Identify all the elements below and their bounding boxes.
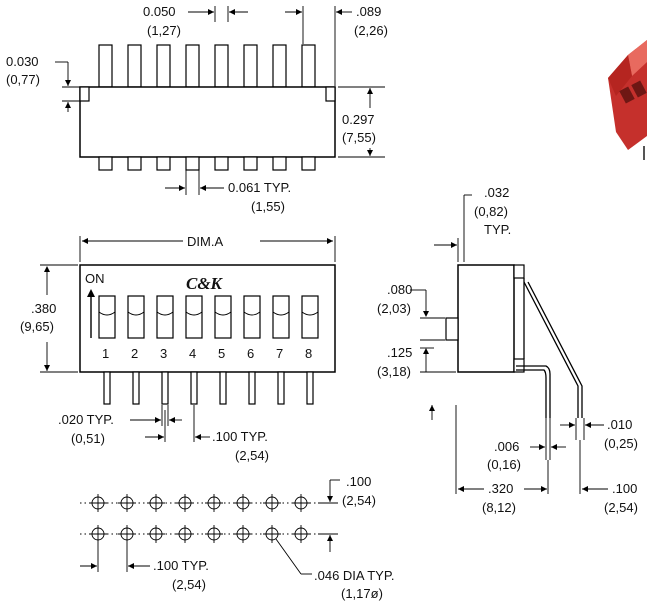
top-height-mm: (7,55) [342,130,376,145]
lead-pitch-in: .100 TYP. [212,429,268,444]
side-width-in: .320 [488,481,513,496]
side-body [457,264,515,373]
switch-number: 2 [131,346,138,361]
switch-number: 8 [305,346,312,361]
switch-number: 6 [247,346,254,361]
side-b-in: .125 [387,345,412,360]
front-leads [103,371,314,405]
front-view: DIM.A ON C&K 1 2 3 4 [20,234,336,463]
side-d-in: .006 [494,439,519,454]
top-tab-mm: (2,26) [354,23,388,38]
side-top-mm: (0,82) [474,204,508,219]
switch-number: 7 [276,346,283,361]
side-c-mm: (0,25) [604,436,638,451]
top-actuators [98,44,316,88]
side-a-mm: (2,03) [377,301,411,316]
front-body [79,264,336,373]
top-leads [98,156,316,171]
top-offset-in: 0.030 [6,54,39,69]
footprint-row-in: .100 [346,474,371,489]
side-c-in: .010 [607,417,632,432]
lead-width-in: .020 TYP. [58,412,114,427]
product-photo [608,40,647,160]
side-width-mm: (8,12) [482,500,516,515]
side-d-mm: (0,16) [487,457,521,472]
footprint-pitch-in: .100 TYP. [153,558,209,573]
top-right-tab [325,86,336,102]
top-tab-in: .089 [356,4,381,19]
top-view: 0.050 (1,27) .089 (2,26) 0.030 (0,77) 0.… [6,4,388,214]
footprint-hole-mm: (1,17ø) [341,586,383,601]
footprint-pitch-mm: (2,54) [172,577,206,592]
dim-a-label: DIM.A [187,234,223,249]
on-arrow-icon [87,289,95,297]
lead-width-mm: (0,51) [71,431,105,446]
side-view: .032 (0,82) TYP. .080 (2,03) .125 (3,18)… [377,185,638,515]
on-label: ON [85,271,105,286]
footprint-holes [89,494,310,543]
side-top-typ: TYP. [484,222,511,237]
top-lead-mm: (1,55) [251,199,285,214]
top-offset-mm: (0,77) [6,72,40,87]
top-pitch-in: 0.050 [143,4,176,19]
top-left-tab [79,86,90,102]
side-b-mm: (3,18) [377,364,411,379]
switch-number: 1 [102,346,109,361]
front-height-mm: (9,65) [20,319,54,334]
side-a-in: .080 [387,282,412,297]
top-body [79,86,336,158]
lead-pitch-mm: (2,54) [235,448,269,463]
top-lead-in: 0.061 TYP. [228,180,291,195]
footprint-row-mm: (2,54) [342,493,376,508]
switch-number: 4 [189,346,196,361]
top-height-in: 0.297 [342,112,375,127]
switch-number: 5 [218,346,225,361]
front-height-in: .380 [31,301,56,316]
switch-actuators [98,295,319,339]
side-top-in: .032 [484,185,509,200]
top-pitch-mm: (1,27) [147,23,181,38]
ck-logo: C&K [186,274,224,293]
switch-number: 3 [160,346,167,361]
side-row-in: .100 [612,481,637,496]
side-row-mm: (2,54) [604,500,638,515]
footprint-hole-in: .046 DIA TYP. [314,568,394,583]
pcb-footprint: .100 (2,54) .100 TYP. (2,54) .046 DIA TY… [80,474,394,601]
